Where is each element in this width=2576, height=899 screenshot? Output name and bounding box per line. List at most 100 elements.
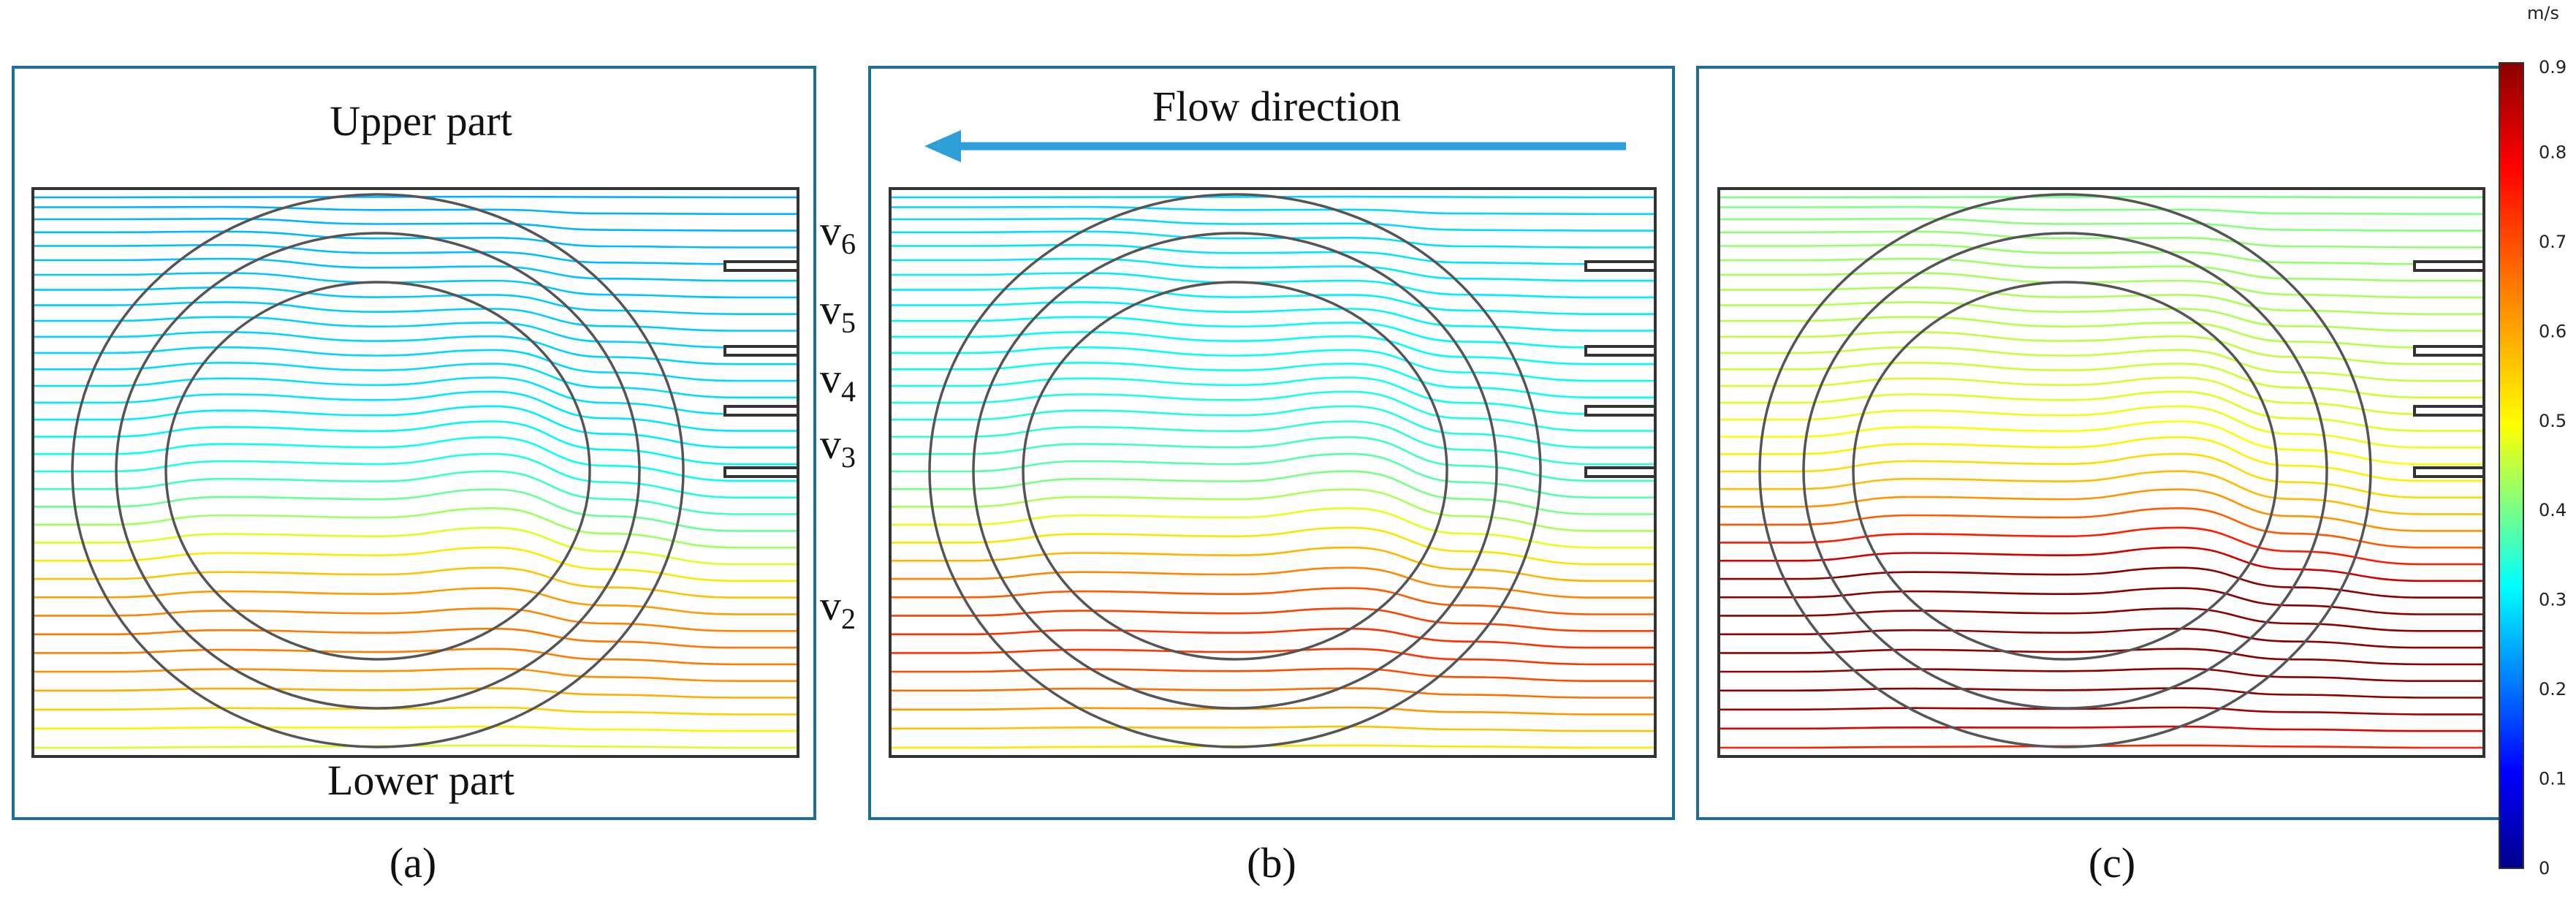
streamline	[890, 648, 1655, 666]
streamline	[890, 526, 1655, 566]
streamline	[1719, 205, 2484, 216]
streamline	[1719, 607, 2484, 632]
outlet-slot	[723, 260, 799, 272]
streamline	[33, 526, 798, 566]
streamline	[33, 744, 798, 749]
streamline	[1719, 390, 2484, 432]
outlet-slots	[2413, 260, 2485, 478]
outlet-slot	[2413, 260, 2485, 272]
outlet-slot	[723, 345, 799, 357]
streamline	[1719, 546, 2484, 583]
streamline	[1719, 436, 2484, 482]
streamline	[1719, 346, 2484, 382]
panel-c: (c)	[1696, 66, 2503, 887]
colorbar: m/s 00.10.20.30.40.50.60.70.80.9	[2499, 3, 2566, 879]
streamline	[890, 420, 1655, 466]
streamline	[33, 648, 798, 666]
streamline	[890, 607, 1655, 632]
streamline	[33, 687, 798, 699]
streamline	[890, 706, 1655, 716]
streamline	[1719, 316, 2484, 349]
streamline	[1719, 488, 2484, 532]
streamline	[890, 627, 1655, 649]
streamline	[890, 687, 1655, 699]
streamline	[33, 436, 798, 482]
streamline	[890, 587, 1655, 615]
streamline	[890, 546, 1655, 583]
outlet-slot	[1584, 345, 1657, 357]
streamline	[33, 301, 798, 332]
streamline	[1719, 725, 2484, 732]
outlet-slot	[1584, 466, 1657, 478]
streamline	[33, 286, 798, 316]
panel-frame	[12, 66, 816, 820]
streamline	[1719, 648, 2484, 666]
streamline	[33, 376, 798, 415]
colorbar-tick-label: 0.5	[2539, 411, 2566, 431]
streamline	[1719, 420, 2484, 466]
streamline	[1719, 257, 2484, 282]
inner-circle	[1852, 281, 2279, 661]
outlet-slot	[1584, 405, 1657, 417]
streamline	[33, 452, 798, 499]
panel-a: Upper part Lower part (a)	[12, 66, 816, 887]
streamline	[33, 257, 798, 282]
streamline	[33, 361, 798, 399]
streamline	[1719, 627, 2484, 649]
outlet-slot	[2413, 466, 2485, 478]
velocity-label-v4: v4	[820, 354, 856, 408]
outlet-slot	[2413, 405, 2485, 417]
panel-top-label: Upper part	[330, 97, 512, 145]
streamline	[890, 217, 1655, 232]
streamline	[890, 376, 1655, 415]
streamline	[33, 330, 798, 365]
streamline	[890, 257, 1655, 282]
inner-circle	[164, 281, 591, 661]
outlet-slot	[723, 405, 799, 417]
colorbar-gradient	[2499, 62, 2524, 869]
streamline	[33, 607, 798, 632]
streamline	[890, 301, 1655, 332]
streamline	[33, 316, 798, 349]
streamline	[1719, 361, 2484, 399]
velocity-label-v5: v5	[820, 286, 856, 339]
streamline	[890, 667, 1655, 683]
streamline	[890, 744, 1655, 749]
streamline	[890, 286, 1655, 316]
streamlines	[33, 195, 798, 749]
colorbar-tick-label: 0.1	[2539, 769, 2566, 789]
streamline	[1719, 667, 2484, 683]
streamline	[1719, 405, 2484, 449]
cylinder-circles	[71, 193, 685, 748]
streamline	[33, 243, 798, 265]
colorbar-ticks: 00.10.20.30.40.50.60.70.80.9	[2539, 57, 2566, 879]
streamline	[1719, 286, 2484, 316]
streamline	[33, 546, 798, 583]
streamline	[890, 316, 1655, 349]
middle-circle	[115, 232, 641, 710]
cylinder-circles	[928, 193, 1542, 748]
velocity-labels: v6 v5 v4 v3 v2	[820, 207, 856, 635]
outlet-slots	[1584, 260, 1657, 478]
velocity-label-v3: v3	[820, 420, 856, 474]
panel-b: Flow direction (b)	[868, 66, 1675, 887]
streamline	[1719, 243, 2484, 265]
streamline	[33, 706, 798, 716]
streamline	[33, 587, 798, 615]
panel-bottom-label: Lower part	[327, 756, 514, 804]
streamline	[1719, 687, 2484, 699]
cylinder-circles	[1758, 193, 2372, 748]
streamline	[890, 405, 1655, 449]
streamline	[1719, 587, 2484, 615]
streamline	[1719, 507, 2484, 549]
streamline	[890, 243, 1655, 265]
streamline	[33, 420, 798, 466]
streamline	[1719, 706, 2484, 716]
velocity-label-v6: v6	[820, 207, 856, 260]
middle-circle	[972, 232, 1498, 710]
panel-caption: (c)	[2089, 839, 2135, 887]
streamline	[33, 405, 798, 449]
streamline	[33, 217, 798, 232]
streamline	[1719, 452, 2484, 499]
